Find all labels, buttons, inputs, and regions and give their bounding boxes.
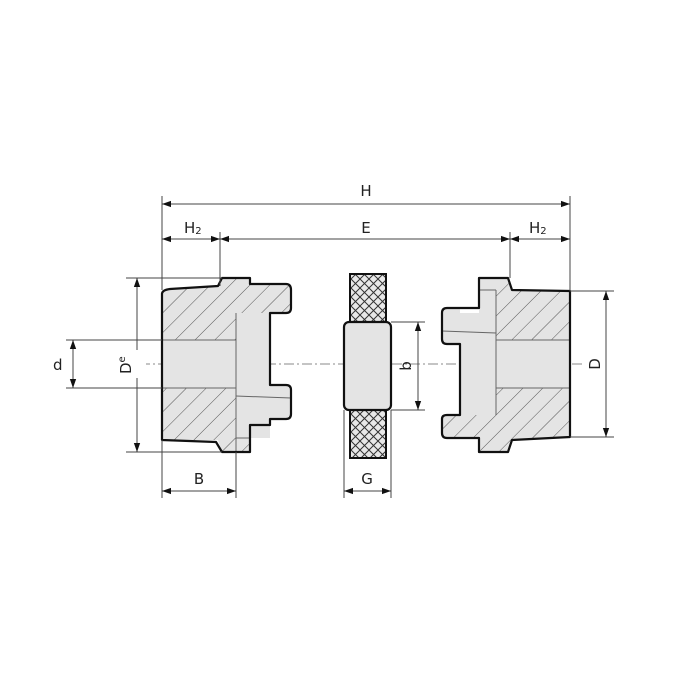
spider [342,273,393,459]
label-H: H [360,182,371,200]
label-G: G [361,470,373,488]
right-hub [440,276,572,454]
label-B: B [194,470,204,488]
label-De: De [117,356,135,374]
dimension-lines [66,196,614,498]
left-hub [160,276,293,454]
label-H2-right: H2 [529,219,547,237]
label-d: d [53,356,63,374]
label-D: D [586,358,604,370]
label-E: E [361,219,370,237]
label-H2-left: H2 [184,219,202,237]
label-b: b [397,361,415,371]
